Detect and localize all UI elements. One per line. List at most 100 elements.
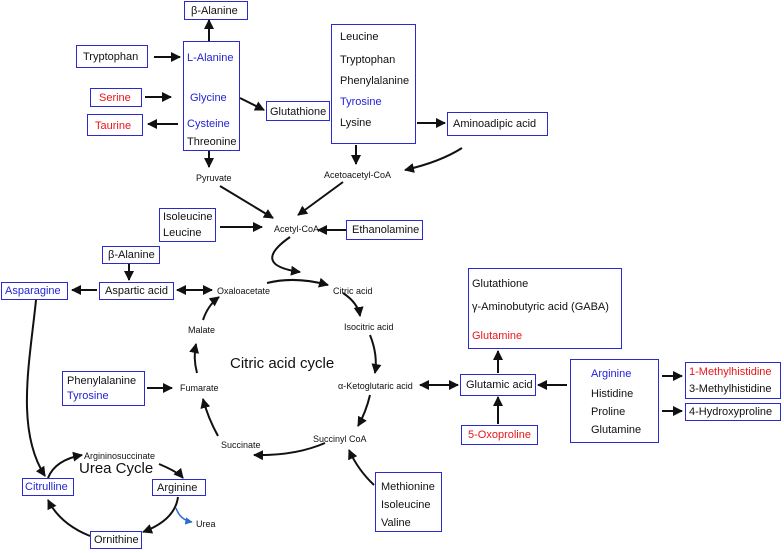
isocitric-acid-label: Isocitric acid: [344, 322, 394, 332]
succinate-label: Succinate: [221, 440, 261, 450]
tyrosine-mid-label: Tyrosine: [67, 390, 109, 402]
beta-alanine-top-label: β-Alanine: [191, 5, 238, 17]
three-methylhistidine-label: 3-Methylhistidine: [689, 383, 772, 395]
glutamate-products-box: Glutathione γ-Aminobutyric acid (GABA) G…: [468, 268, 622, 349]
glutathione-top-box: Glutathione: [266, 101, 330, 121]
ethanolamine-label: Ethanolamine: [352, 224, 420, 236]
threonine-label: Threonine: [187, 136, 237, 148]
leucine-label: Leucine: [340, 31, 379, 43]
glutamic-acid-box: Glutamic acid: [460, 374, 536, 396]
methylhistidines-box: 1-Methylhistidine 3-Methylhistidine: [685, 362, 781, 399]
arginine-urea-box: Arginine: [152, 479, 206, 496]
beta-alanine-mid-label: β-Alanine: [108, 249, 155, 261]
arrow-isocitric-to-akg: [369, 334, 382, 374]
gaba-label: γ-Aminobutyric acid (GABA): [472, 301, 609, 313]
succinyl-coa-label: Succinyl CoA: [313, 434, 367, 444]
aminoadipic-acid-label: Aminoadipic acid: [453, 118, 537, 130]
citric-acid-label: Citric acid: [333, 286, 373, 296]
arrow-arginine-to-ornithine: [142, 496, 179, 534]
aspartic-acid-label: Aspartic acid: [105, 285, 168, 297]
tyrosine-label: Tyrosine: [340, 96, 382, 108]
lysine-label: Lysine: [340, 117, 372, 129]
malate-label: Malate: [188, 325, 216, 335]
arginine-right-label: Arginine: [591, 368, 632, 380]
arrow-asparagine-to-citrulline: [25, 299, 46, 477]
pyruvate-label: Pyruvate: [196, 173, 232, 183]
proline-label: Proline: [591, 406, 626, 418]
argininosuccinate-label: Argininosuccinate: [84, 451, 156, 461]
aminoadipic-acid-box: Aminoadipic acid: [447, 112, 548, 136]
citric-acid-cycle-title: Citric acid cycle: [230, 355, 335, 372]
arrow-acetylcoa-to-citric: [271, 236, 301, 276]
aspartic-acid-box: Aspartic acid: [99, 282, 174, 300]
arrow-aminoadipic-to-acetoacetylcoa: [404, 147, 463, 173]
histidine-label: Histidine: [591, 388, 634, 400]
beta-alanine-top-box: β-Alanine: [184, 1, 248, 20]
urea-label: Urea: [196, 519, 216, 529]
arrow-akg-to-succinylcoa: [357, 394, 371, 427]
arrow-succinylcoa-to-succinate: [253, 442, 326, 461]
arginine-urea-label: Arginine: [157, 482, 198, 494]
oxaloacetate-label: Oxaloacetate: [217, 286, 271, 296]
arrow-to-glutathione: [239, 97, 265, 111]
ethanolamine-box: Ethanolamine: [346, 220, 423, 240]
arrow-malate-to-oxaloacetate: [202, 296, 220, 321]
arrow-pyruvate-to-acetylcoa: [219, 185, 274, 219]
acetoacetyl-coa-label: Acetoacetyl-CoA: [324, 170, 392, 180]
five-oxoproline-label: 5-Oxoproline: [468, 429, 531, 441]
urea-cycle-title: Urea Cycle: [79, 460, 154, 477]
arrow-arginine-to-urea: [175, 507, 193, 525]
arrow-succinate-to-fumarate: [200, 398, 219, 437]
tryptophan-box: Tryptophan: [76, 45, 148, 68]
arrow-met-ile-val-to-succinylcoa: [348, 449, 375, 486]
arrow-oxaloacetate-to-citric: [266, 277, 329, 288]
glutathione-right-label: Glutathione: [472, 278, 529, 290]
alpha-ketoglutaric-acid-label: α-Ketoglutaric acid: [338, 381, 413, 391]
serine-box: Serine: [90, 88, 142, 107]
one-methylhistidine-label: 1-Methylhistidine: [689, 366, 772, 378]
phenylalanine-label: Phenylalanine: [340, 75, 410, 87]
taurine-label: Taurine: [95, 120, 132, 132]
asparagine-label: Asparagine: [5, 285, 61, 297]
hydroxyproline-label: 4-Hydroxyproline: [689, 406, 773, 418]
arrow-fumarate-to-malate: [189, 343, 200, 374]
tryptophan-group-label: Tryptophan: [340, 54, 396, 66]
phe-tyr-box: Phenylalanine Tyrosine: [62, 371, 145, 406]
methionine-label: Methionine: [381, 481, 435, 493]
serine-label: Serine: [99, 92, 131, 104]
glycine-label: Glycine: [190, 92, 227, 104]
hydroxyproline-box: 4-Hydroxyproline: [685, 403, 781, 421]
arrow-citrulline-to-argininosuccinate: [47, 451, 83, 479]
citrulline-box: Citrulline: [22, 478, 74, 496]
citrulline-label: Citrulline: [25, 481, 68, 493]
arrow-argininosuccinate-to-arginine: [158, 463, 184, 479]
arginine-group-box: Arginine Histidine Proline Glutamine: [570, 359, 659, 443]
glutamic-acid-label: Glutamic acid: [466, 379, 533, 391]
acetyl-coa-label: Acetyl-CoA: [274, 224, 320, 234]
met-ile-val-box: Methionine Isoleucine Valine: [375, 472, 442, 532]
phenylalanine-mid-label: Phenylalanine: [67, 375, 137, 387]
aromatic-group-box: Leucine Tryptophan Phenylalanine Tyrosin…: [331, 24, 416, 144]
leucine-mid-label: Leucine: [163, 227, 202, 239]
alanine-glycine-group-box: L-Alanine Glycine Cysteine Threonine: [183, 41, 240, 151]
cysteine-label: Cysteine: [187, 118, 230, 130]
glutamine-red-label: Glutamine: [472, 330, 523, 342]
asparagine-box: Asparagine: [1, 282, 68, 300]
ornithine-box: Ornithine: [90, 531, 142, 549]
beta-alanine-mid-box: β-Alanine: [102, 246, 160, 264]
ornithine-label: Ornithine: [94, 534, 139, 546]
glutathione-top-label: Glutathione: [270, 106, 327, 118]
tryptophan-label: Tryptophan: [83, 51, 139, 63]
l-alanine-label: L-Alanine: [187, 52, 234, 64]
arrow-acetoacetylcoa-to-acetylcoa: [297, 181, 344, 216]
glutamine-right-label: Glutamine: [591, 424, 642, 436]
valine-label: Valine: [381, 517, 411, 529]
five-oxoproline-box: 5-Oxoproline: [461, 425, 538, 445]
taurine-box: Taurine: [87, 114, 143, 136]
isoleucine-label: Isoleucine: [163, 211, 213, 223]
isoleucine-bottom-label: Isoleucine: [381, 499, 431, 511]
arrow-ornithine-to-citrulline: [47, 499, 91, 537]
arrow-citric-to-isocitric: [342, 292, 364, 317]
